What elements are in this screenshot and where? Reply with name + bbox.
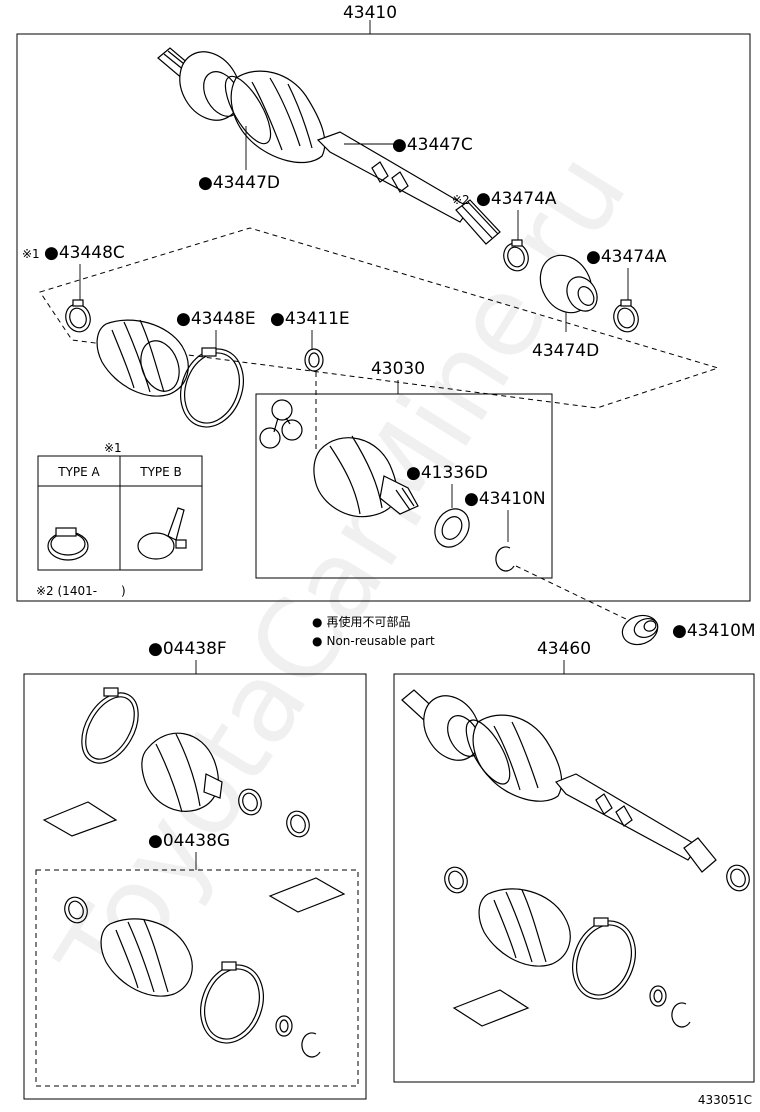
note2-marker: ※2 [452,193,470,207]
dash-link-43410M [515,565,629,621]
label-04438F[interactable]: ●04438F [148,639,227,659]
label-43448C[interactable]: ●43448C [44,243,125,263]
label-43474A-2[interactable]: ●43474A [586,247,667,267]
label-43411E[interactable]: ●43411E [270,309,350,329]
label-41336D[interactable]: ●41336D [406,463,488,483]
frame-04438G [35,869,359,1087]
legend-en: ●Non-reusable part [312,634,435,648]
kit-inner-parts-icon [64,877,346,1058]
clamp-43474A-2-icon [613,299,639,333]
dashed-group-inner [39,227,720,409]
ring-43411E-icon [304,348,324,372]
legend-jp: ●再使用不可部品 [312,614,411,629]
label-43474D[interactable]: 43474D [532,341,599,361]
label-43460[interactable]: 43460 [537,639,591,659]
label-04438G[interactable]: ●04438G [148,831,230,851]
kit-outer-parts-icon [42,687,310,838]
frame-43460 [393,673,755,1083]
drive-shaft-assembly-icon [157,47,501,245]
damper-43474D-icon [539,254,598,314]
frame-43030 [255,393,553,579]
clamp-43448C-icon [65,299,91,333]
note1-marker: ※1 [22,247,40,261]
boot-43448E-icon [96,319,244,428]
label-43410N[interactable]: ●43410N [464,489,546,509]
inner-joint-housing-icon [313,435,419,518]
frame-04438F [23,673,367,1100]
label-43474A-1[interactable]: ●43474A [476,189,557,209]
clamp-type-a-icon [47,527,89,561]
snap-ring-43410N-icon [495,546,515,572]
table-header-mark: ※1 [104,441,122,455]
clamp-43474A-1-icon [503,239,529,272]
type-b-label: TYPE B [139,465,182,479]
label-43447D[interactable]: ●43447D [198,173,280,193]
type-a-label: TYPE A [57,465,100,479]
footnote-2: ※2 (1401- ) [36,584,126,598]
label-43410[interactable]: 43410 [343,3,397,23]
frame-43410 [16,33,751,602]
label-43448E[interactable]: ●43448E [176,309,256,329]
seal-41336D-icon [434,508,470,548]
label-43410M[interactable]: ●43410M [672,621,756,641]
tripod-joint-icon [259,399,303,449]
label-43030[interactable]: 43030 [371,359,425,379]
figure-code: 433051C [698,1093,752,1107]
clamp-type-b-icon [137,507,187,560]
label-43447C[interactable]: ●43447C [392,135,473,155]
rh-drive-shaft-icon [401,689,750,1028]
bearing-43410M-icon [621,614,659,646]
